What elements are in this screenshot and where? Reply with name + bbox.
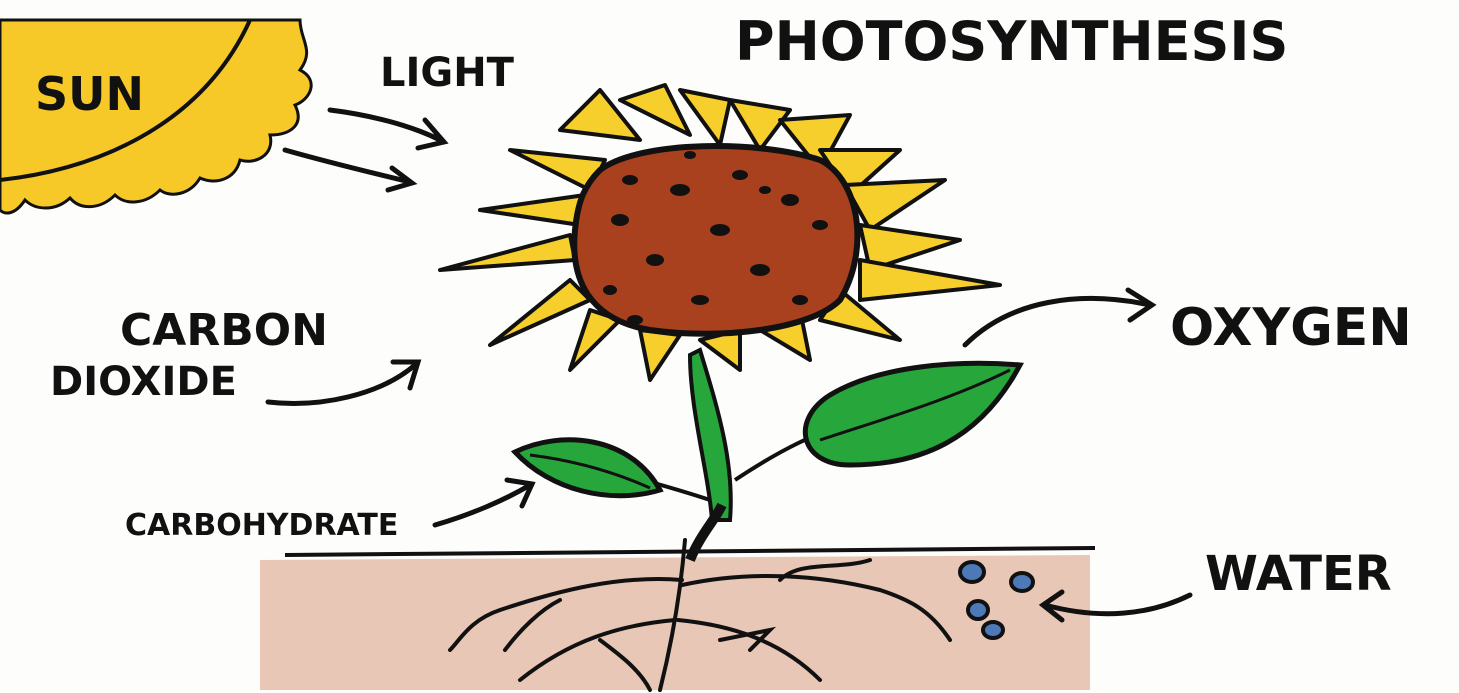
oxygen-label: OXYGEN (1170, 298, 1412, 358)
sunflower-head (574, 146, 857, 334)
light-arrows (285, 110, 444, 190)
light-label: LIGHT (380, 50, 515, 96)
carbohydrate-label: CARBOHYDRATE (125, 508, 398, 543)
title-label: PHOTOSYNTHESIS (735, 10, 1288, 73)
dioxide-label: DIOXIDE (50, 359, 237, 405)
sun-label: SUN (35, 67, 144, 121)
carbohydrate-arrow (435, 480, 532, 525)
carbon-label: CARBON (120, 305, 328, 356)
leaf-left (515, 440, 660, 496)
water-label: WATER (1205, 546, 1392, 602)
carbon-dioxide-arrow (268, 362, 418, 403)
oxygen-arrow (965, 290, 1152, 345)
sun-shape: SUN (0, 20, 311, 213)
leaf-right (805, 363, 1020, 465)
